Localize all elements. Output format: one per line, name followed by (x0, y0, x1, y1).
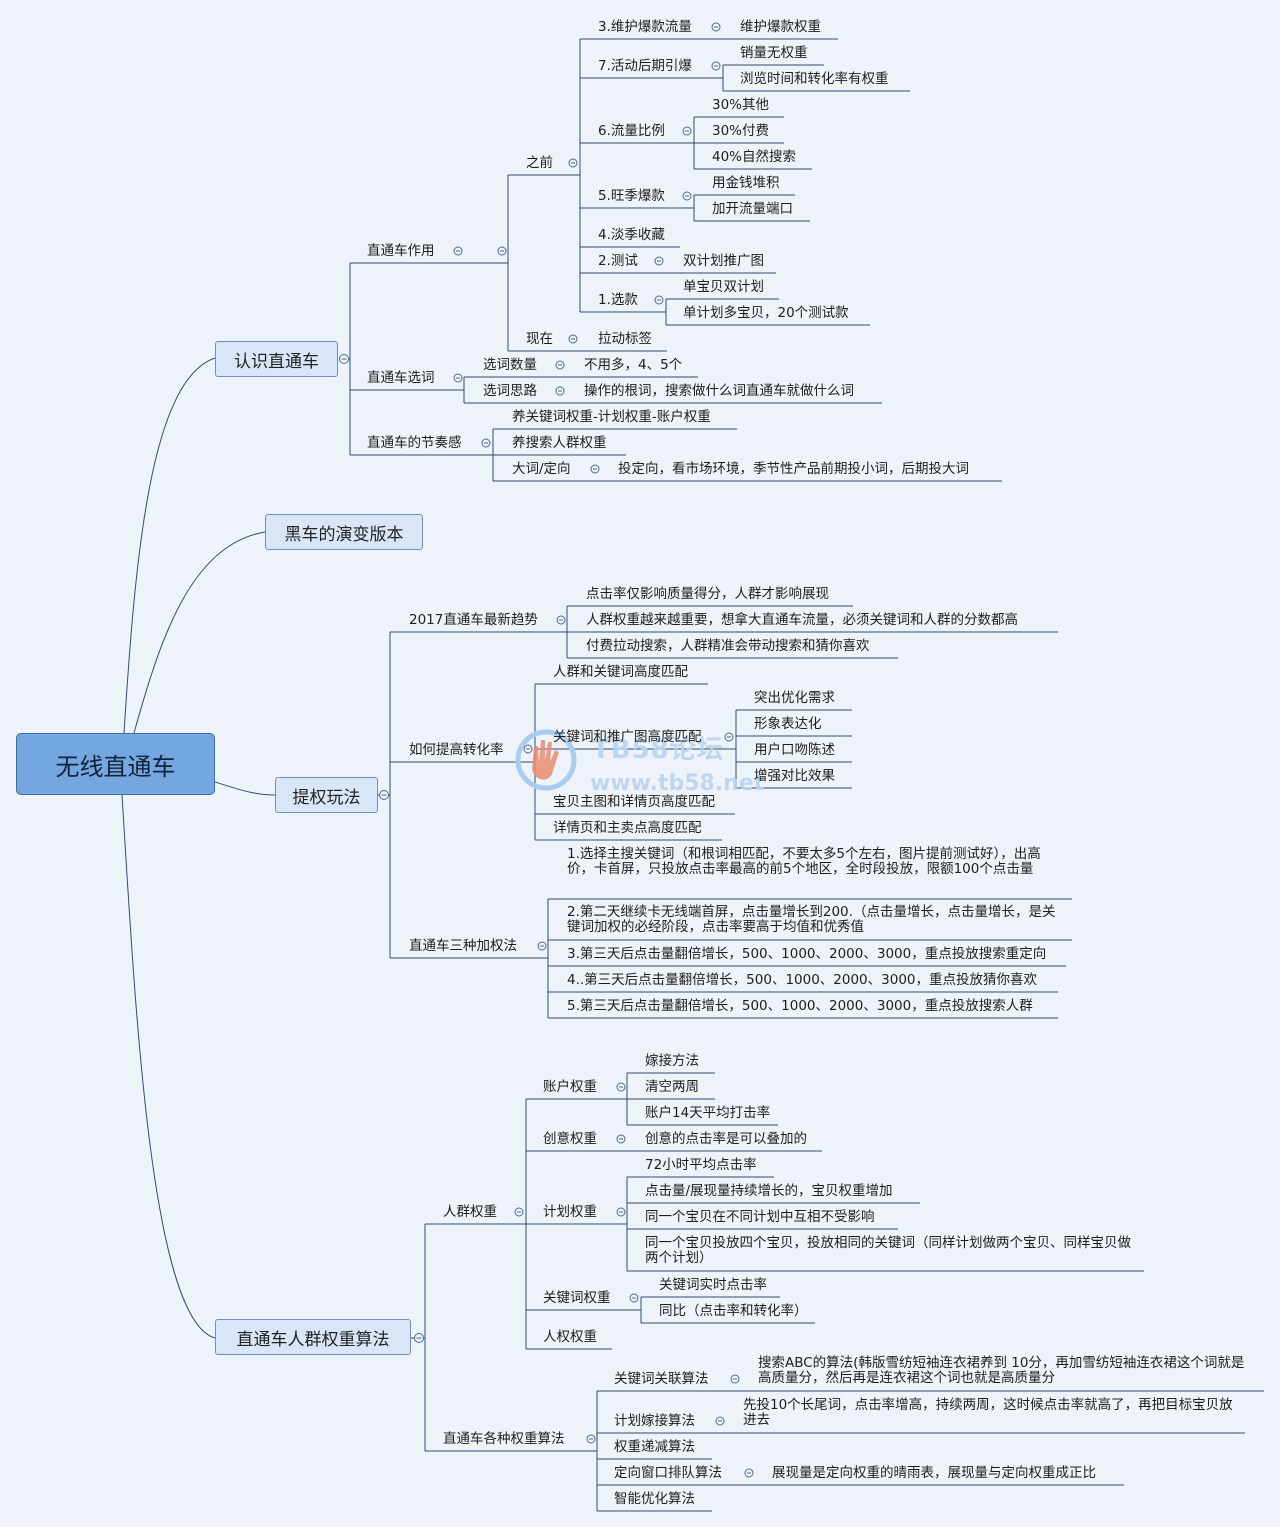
node-2017-trend[interactable]: 2017直通车最新趋势 (409, 612, 538, 628)
node-trend-3[interactable]: 付费拉动搜索，人群精准会带动搜索和猜你喜欢 (586, 638, 870, 654)
watermark-hand-logo (515, 729, 577, 791)
node-three-boost[interactable]: 直通车三种加权法 (409, 938, 517, 954)
node-crowd-weight[interactable]: 人群权重 (443, 1204, 497, 1220)
node-kw-1[interactable]: 关键词实时点击率 (659, 1277, 767, 1293)
node-post-event[interactable]: 7.活动后期引爆 (598, 58, 692, 74)
node-acc-1[interactable]: 嫁接方法 (645, 1053, 699, 1069)
node-trend-2[interactable]: 人群权重越来越重要，想拿大直通车流量，必须关键词和人群的分数都高 (586, 612, 1018, 628)
node-conv-2d[interactable]: 增强对比效果 (754, 768, 835, 784)
node-ztc-role[interactable]: 直通车作用 (367, 243, 435, 259)
node-algo-5[interactable]: 智能优化算法 (614, 1491, 695, 1507)
node-algo-4[interactable]: 定向窗口排队算法 (614, 1465, 722, 1481)
node-conv-2a[interactable]: 突出优化需求 (754, 690, 835, 706)
node-conv-2c[interactable]: 用户口吻陈述 (754, 742, 835, 758)
node-rhythm-2[interactable]: 养搜索人群权重 (512, 435, 607, 451)
node-rhythm-3a[interactable]: 投定向，看市场环境，季节性产品前期投小词，后期投大词 (618, 461, 969, 477)
node-select-item[interactable]: 1.选款 (598, 292, 638, 308)
node-kw-2[interactable]: 同比（点击率和转化率） (659, 1303, 808, 1319)
node-peak-hot[interactable]: 5.旺季爆款 (598, 188, 665, 204)
node-kw-count-val[interactable]: 不用多，4、5个 (584, 357, 683, 373)
node-algo-2a[interactable]: 先投10个长尾词，点击率增高，持续两周，这时候点击率就高了，再把目标宝贝放进去 (743, 1397, 1233, 1428)
node-ratio-natural[interactable]: 40%自然搜索 (712, 149, 797, 165)
watermark-url: www.tb58.net (590, 771, 765, 796)
node-step-5[interactable]: 5.第三天后点击量翻倍增长，500、1000、2000、3000，重点投放搜索人… (567, 998, 1033, 1014)
node-conv-2[interactable]: 关键词和推广图高度匹配 (553, 729, 702, 745)
node-rhythm[interactable]: 直通车的节奏感 (367, 435, 462, 451)
node-single-plan-multi[interactable]: 单计划多宝贝，20个测试款 (683, 305, 849, 321)
node-step-2[interactable]: 2.第二天继续卡无线端首屏，点击量增长到200.（点击量增长，点击量增长，是关键… (567, 904, 1056, 935)
root-node[interactable]: 无线直通车 (16, 733, 215, 795)
branch-boost-play[interactable]: 提权玩法 (275, 777, 378, 813)
node-offseason-fav[interactable]: 4.淡季收藏 (598, 227, 665, 243)
node-step-3[interactable]: 3.第三天后点击量翻倍增长，500、1000、2000、3000，重点投放搜索重… (567, 946, 1047, 962)
node-ratio-other[interactable]: 30%其他 (712, 97, 770, 113)
node-kw-idea[interactable]: 选词思路 (483, 383, 537, 399)
node-conv-3[interactable]: 宝贝主图和详情页高度匹配 (553, 794, 715, 810)
node-traffic-ratio[interactable]: 6.流量比例 (598, 123, 665, 139)
node-browse-conv-weight[interactable]: 浏览时间和转化率有权重 (740, 71, 889, 87)
node-conv-2b[interactable]: 形象表达化 (754, 716, 822, 732)
node-plan-4[interactable]: 同一个宝贝投放四个宝贝，投放相同的关键词（同样计划做两个宝贝、同样宝贝做两个计划… (645, 1235, 1131, 1266)
node-trend-1[interactable]: 点击率仅影响质量得分，人群才影响展现 (586, 586, 829, 602)
node-conv-1[interactable]: 人群和关键词高度匹配 (553, 664, 688, 680)
node-improve-conv[interactable]: 如何提高转化率 (409, 742, 504, 758)
node-keyword-select[interactable]: 直通车选词 (367, 370, 435, 386)
node-algo-1a[interactable]: 搜索ABC的算法(韩版雪纺短袖连衣裙养到 10分，再加雪纺短袖连衣裙这个词就是高… (758, 1355, 1245, 1386)
node-acc-2[interactable]: 清空两周 (645, 1079, 699, 1095)
node-rhythm-1[interactable]: 养关键词权重-计划权重-账户权重 (512, 409, 711, 425)
branch-crowd-algo[interactable]: 直通车人群权重算法 (215, 1319, 411, 1355)
node-cre-1[interactable]: 创意的点击率是可以叠加的 (645, 1131, 807, 1147)
node-sales-no-weight[interactable]: 销量无权重 (740, 45, 808, 61)
node-conv-4[interactable]: 详情页和主卖点高度匹配 (553, 820, 702, 836)
node-money-stack[interactable]: 用金钱堆积 (712, 175, 780, 191)
node-algo-1[interactable]: 关键词关联算法 (614, 1371, 709, 1387)
node-step-4[interactable]: 4..第三天后点击量翻倍增长，500、1000、2000、3000，重点投放猜你… (567, 972, 1038, 988)
branch-know-ztc[interactable]: 认识直通车 (215, 341, 338, 377)
node-maintain-weight[interactable]: 维护爆款权重 (740, 19, 821, 35)
node-ratio-paid[interactable]: 30%付费 (712, 123, 770, 139)
node-open-port[interactable]: 加开流量端口 (712, 201, 793, 217)
node-plan-2[interactable]: 点击量/展现量持续增长的，宝贝权重增加 (645, 1183, 893, 1199)
node-algo-2[interactable]: 计划嫁接算法 (614, 1413, 695, 1429)
node-rhythm-3[interactable]: 大词/定向 (512, 461, 571, 477)
node-algorithms[interactable]: 直通车各种权重算法 (443, 1431, 565, 1447)
node-single-item-dual[interactable]: 单宝贝双计划 (683, 279, 764, 295)
node-person-weight[interactable]: 人权权重 (543, 1329, 597, 1345)
node-step-1[interactable]: 1.选择主搜关键词（和根词相匹配，不要太多5个左右，图片提前测试好），出高价，卡… (567, 846, 1041, 877)
node-kw-idea-val[interactable]: 操作的根词，搜索做什么词直通车就做什么词 (584, 383, 854, 399)
node-now[interactable]: 现在 (526, 331, 553, 347)
node-plan-1[interactable]: 72小时平均点击率 (645, 1157, 757, 1173)
node-maintain-hot[interactable]: 3.维护爆款流量 (598, 19, 692, 35)
watermark-brand: TB58论坛 (592, 735, 724, 765)
node-plan-3[interactable]: 同一个宝贝在不同计划中互相不受影响 (645, 1209, 875, 1225)
node-keyword-weight[interactable]: 关键词权重 (543, 1290, 611, 1306)
node-before[interactable]: 之前 (526, 155, 553, 171)
node-plan-weight[interactable]: 计划权重 (543, 1204, 597, 1220)
node-acc-3[interactable]: 账户14天平均打击率 (645, 1105, 771, 1121)
node-pull-tags[interactable]: 拉动标签 (598, 331, 652, 347)
node-test[interactable]: 2.测试 (598, 253, 638, 269)
node-account-weight[interactable]: 账户权重 (543, 1079, 597, 1095)
node-algo-4a[interactable]: 展现量是定向权重的晴雨表，展现量与定向权重成正比 (772, 1465, 1096, 1481)
node-algo-3[interactable]: 权重递减算法 (614, 1439, 695, 1455)
node-kw-count[interactable]: 选词数量 (483, 357, 537, 373)
branch-black-car[interactable]: 黑车的演变版本 (265, 514, 423, 550)
node-dual-plan-img[interactable]: 双计划推广图 (683, 253, 764, 269)
node-creative-weight[interactable]: 创意权重 (543, 1131, 597, 1147)
